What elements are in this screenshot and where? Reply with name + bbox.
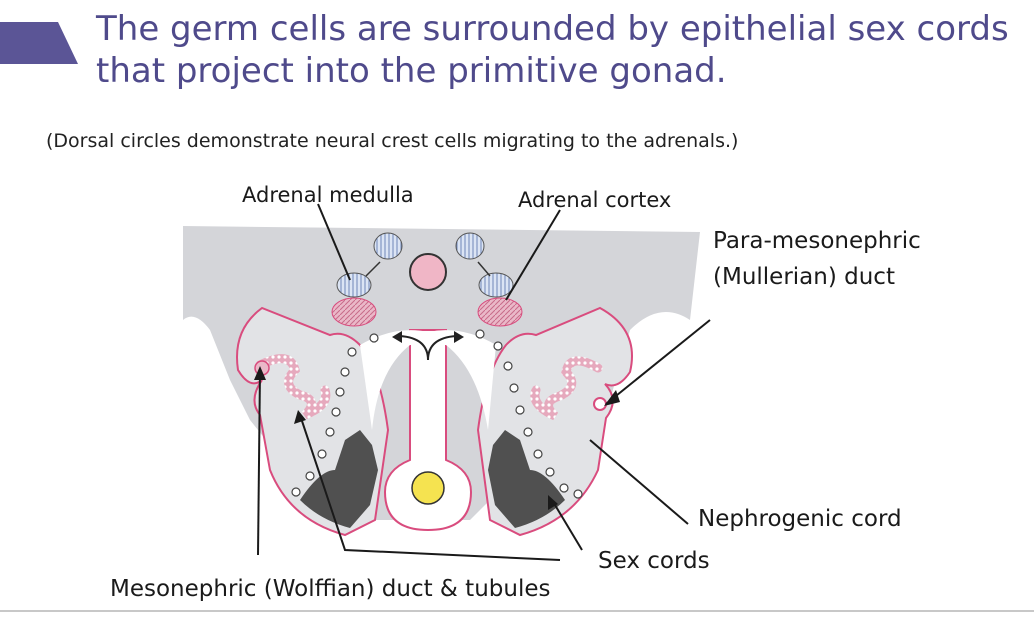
left-neural-crest-cell xyxy=(373,232,403,260)
right-neural-crest-cell xyxy=(455,232,485,260)
label-adrenal-cortex: Adrenal cortex xyxy=(518,188,672,212)
slide-bottom-divider xyxy=(0,610,1034,612)
label-paramesonephric-line1: Para-mesonephric xyxy=(713,228,921,254)
title-accent-bar xyxy=(0,22,78,64)
germ-cells xyxy=(291,329,583,499)
left-mesonephric-tubules xyxy=(255,354,331,420)
dorsal-mesentery xyxy=(383,329,473,532)
gut-yellow-circle xyxy=(411,471,445,505)
label-sex-cords: Sex cords xyxy=(598,548,710,574)
right-adrenal-cortex xyxy=(477,297,523,327)
label-nephrogenic-cord: Nephrogenic cord xyxy=(698,506,902,532)
label-paramesonephric-line2: (Mullerian) duct xyxy=(713,264,895,290)
label-adrenal-medulla: Adrenal medulla xyxy=(242,183,414,207)
slide-subtitle: (Dorsal circles demonstrate neural crest… xyxy=(46,130,739,152)
left-sex-cords xyxy=(300,430,378,528)
right-sex-cords xyxy=(488,430,565,528)
label-mesonephric-duct: Mesonephric (Wolffian) duct & tubules xyxy=(110,576,551,602)
slide-title: The germ cells are surrounded by epithel… xyxy=(96,9,1009,91)
aorta-circle xyxy=(409,253,447,291)
coelomic-cavity-center xyxy=(360,330,496,430)
left-adrenal-medulla xyxy=(336,272,372,298)
right-adrenal-medulla xyxy=(478,272,514,298)
right-mesonephric-tubules xyxy=(530,356,603,421)
migration-arrows xyxy=(399,335,457,361)
left-adrenal-cortex xyxy=(331,297,377,327)
